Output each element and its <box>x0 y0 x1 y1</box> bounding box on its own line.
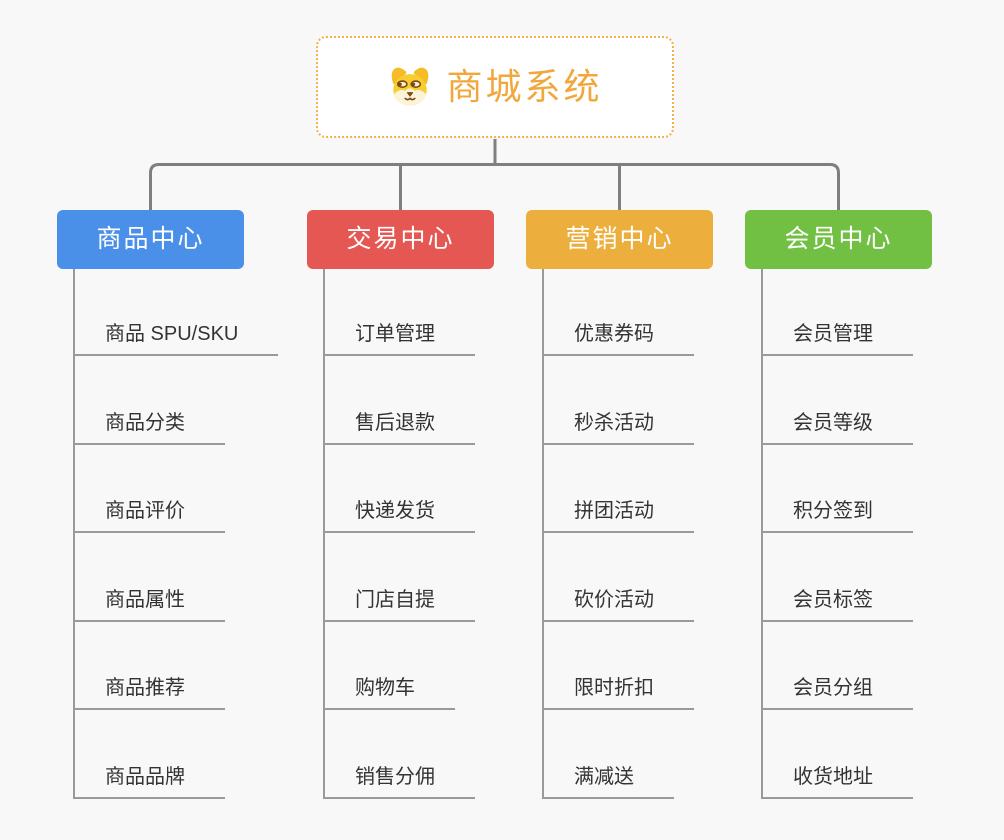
root-node[interactable]: 商城系统 <box>316 36 674 138</box>
branch-box[interactable]: 交易中心 <box>307 210 494 269</box>
child-item[interactable]: 收货地址 <box>761 763 913 799</box>
branch-label: 商品中心 <box>96 225 205 253</box>
child-item[interactable]: 订单管理 <box>323 320 475 356</box>
branch-label: 交易中心 <box>346 225 455 253</box>
dog-icon <box>387 65 433 109</box>
child-item[interactable]: 会员等级 <box>761 409 913 445</box>
branch-box[interactable]: 会员中心 <box>745 210 932 269</box>
child-item[interactable]: 会员管理 <box>761 320 913 356</box>
branch-bus-line <box>149 163 840 211</box>
child-item[interactable]: 购物车 <box>323 674 455 710</box>
branch-spine-line <box>73 269 75 799</box>
child-item[interactable]: 售后退款 <box>323 409 475 445</box>
child-item[interactable]: 商品评价 <box>73 497 225 533</box>
branch-column: 交易中心 订单管理售后退款快递发货门店自提购物车销售分佣 <box>307 210 567 810</box>
branch-label: 会员中心 <box>784 225 893 253</box>
child-item[interactable]: 会员分组 <box>761 674 913 710</box>
child-item[interactable]: 快递发货 <box>323 497 475 533</box>
child-item[interactable]: 优惠券码 <box>542 320 694 356</box>
child-item[interactable]: 商品品牌 <box>73 763 225 799</box>
branch-box[interactable]: 营销中心 <box>526 210 713 269</box>
child-item[interactable]: 满减送 <box>542 763 674 799</box>
child-item[interactable]: 商品推荐 <box>73 674 225 710</box>
child-item[interactable]: 积分签到 <box>761 497 913 533</box>
child-item[interactable]: 门店自提 <box>323 586 475 622</box>
child-item[interactable]: 销售分佣 <box>323 763 475 799</box>
root-title: 商城系统 <box>446 66 603 107</box>
child-item[interactable]: 秒杀活动 <box>542 409 694 445</box>
child-item[interactable]: 商品属性 <box>73 586 225 622</box>
branch-spine-line <box>323 269 325 799</box>
branch-box[interactable]: 商品中心 <box>57 210 244 269</box>
branch-spine-line <box>761 269 763 799</box>
child-item[interactable]: 商品分类 <box>73 409 225 445</box>
branch-column: 商品中心 商品 SPU/SKU 商品分类商品评价商品属性商品推荐商品品牌 <box>57 210 317 810</box>
branch-column: 会员中心 会员管理会员等级积分签到会员标签会员分组收货地址 <box>745 210 1004 810</box>
child-item[interactable]: 限时折扣 <box>542 674 694 710</box>
child-item[interactable]: 砍价活动 <box>542 586 694 622</box>
branch-spine-line <box>542 269 544 799</box>
branch-label: 营销中心 <box>565 225 674 253</box>
child-item[interactable]: 会员标签 <box>761 586 913 622</box>
child-item[interactable]: 商品 SPU/SKU <box>73 320 279 356</box>
child-item[interactable]: 拼团活动 <box>542 497 694 533</box>
branch-column: 营销中心 优惠券码秒杀活动拼团活动砍价活动限时折扣满减送 <box>526 210 786 810</box>
